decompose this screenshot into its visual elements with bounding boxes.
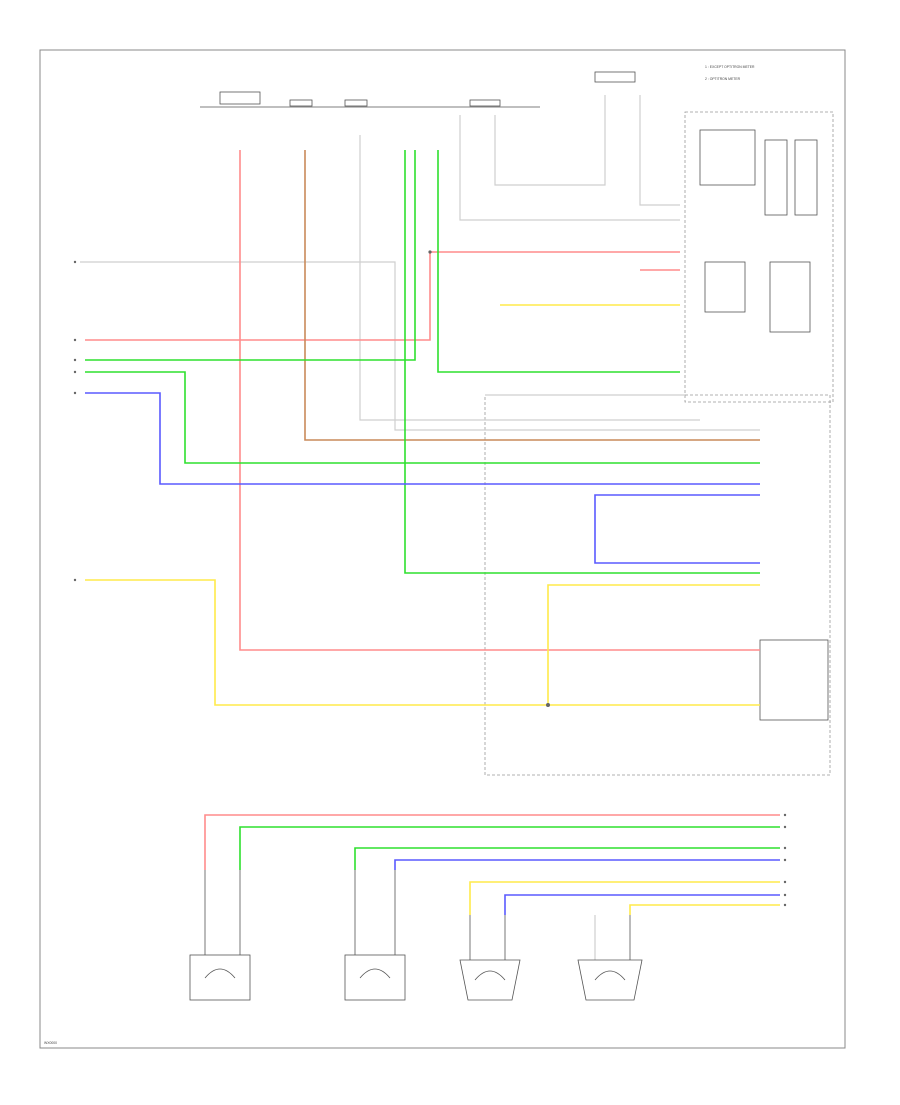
wire-green-2 (85, 371, 760, 464)
wire-brown (304, 150, 760, 441)
wire-gray-1 (80, 261, 760, 431)
terminal-right (783, 880, 787, 884)
wire-yellow-1 (85, 579, 760, 706)
speed-sensor-rear-right (577, 915, 643, 1001)
connector-c (469, 99, 501, 107)
legend-line-1: 1 : EXCEPT OPTITRON METER (705, 65, 755, 69)
sensor-symbol (204, 968, 236, 979)
junction-dot-2 (428, 250, 432, 254)
meter-subunit-4 (704, 261, 746, 313)
wire-green-bottom-1 (239, 826, 780, 870)
wire-yellow-bottom-1 (469, 881, 780, 915)
terminal-left-3 (73, 358, 77, 362)
wire-green-4 (437, 150, 680, 373)
terminal-left-2 (73, 338, 77, 342)
wire-red-left-vertical (239, 150, 760, 651)
terminal-left-4 (73, 370, 77, 374)
corner-code: WX0000 (44, 1041, 57, 1045)
legend-line-2: 2 : OPTITRON METER (705, 77, 741, 81)
meter-subunit-5 (769, 261, 811, 333)
left-terminals (73, 260, 77, 582)
sensor-symbol (594, 970, 626, 981)
terminal-left-6 (73, 578, 77, 582)
diagram-frame (39, 49, 846, 1049)
wire-yellow-2 (547, 584, 760, 705)
wire-gray-5 (359, 135, 700, 421)
meter-subunit-2 (764, 139, 788, 216)
wire-yellow-bottom-2 (629, 904, 780, 915)
wire-gray-2 (459, 115, 680, 221)
terminal-right (783, 893, 787, 897)
wire-blue-2 (594, 494, 760, 564)
wire-gray-3 (494, 95, 606, 186)
meter-subunit-3 (794, 139, 818, 216)
wire-red-horizontal (85, 251, 680, 341)
combination-meter-box (684, 111, 834, 403)
wire-green-3 (404, 150, 760, 574)
junction-connector (594, 71, 636, 83)
speed-sensor-front-left (189, 870, 251, 1001)
fuse-block (219, 91, 261, 105)
terminal-left-5 (73, 391, 77, 395)
connector-b (344, 99, 368, 107)
wire-green-1 (85, 150, 416, 361)
terminal-right (783, 858, 787, 862)
terminal-right (783, 903, 787, 907)
wire-blue-bottom (394, 859, 780, 870)
wire-blue-1 (85, 392, 760, 485)
sensor-box (344, 954, 406, 1001)
sensor-box (189, 954, 251, 1001)
sensor-symbol (359, 968, 391, 979)
connector-a (289, 99, 313, 107)
wire-gray-4 (639, 95, 680, 206)
speed-sensor-front-right (344, 870, 406, 1001)
terminal-right (783, 813, 787, 817)
sensor-box (577, 959, 643, 1001)
wire-red-bottom (204, 814, 780, 870)
right-terminals (783, 813, 787, 907)
meter-subunit-1 (699, 129, 756, 186)
transmission-switch-box (759, 639, 829, 721)
sensor-box (459, 959, 521, 1001)
terminal-left-1 (73, 260, 77, 264)
top-connector-block (200, 71, 636, 108)
wire-blue-bottom-2 (504, 894, 780, 915)
sensor-symbol (474, 970, 506, 981)
wire-green-bottom-2 (354, 847, 780, 870)
terminal-right (783, 825, 787, 829)
speed-sensor-rear-left (459, 915, 521, 1001)
terminal-right (783, 846, 787, 850)
junction-dot-1 (546, 703, 550, 707)
